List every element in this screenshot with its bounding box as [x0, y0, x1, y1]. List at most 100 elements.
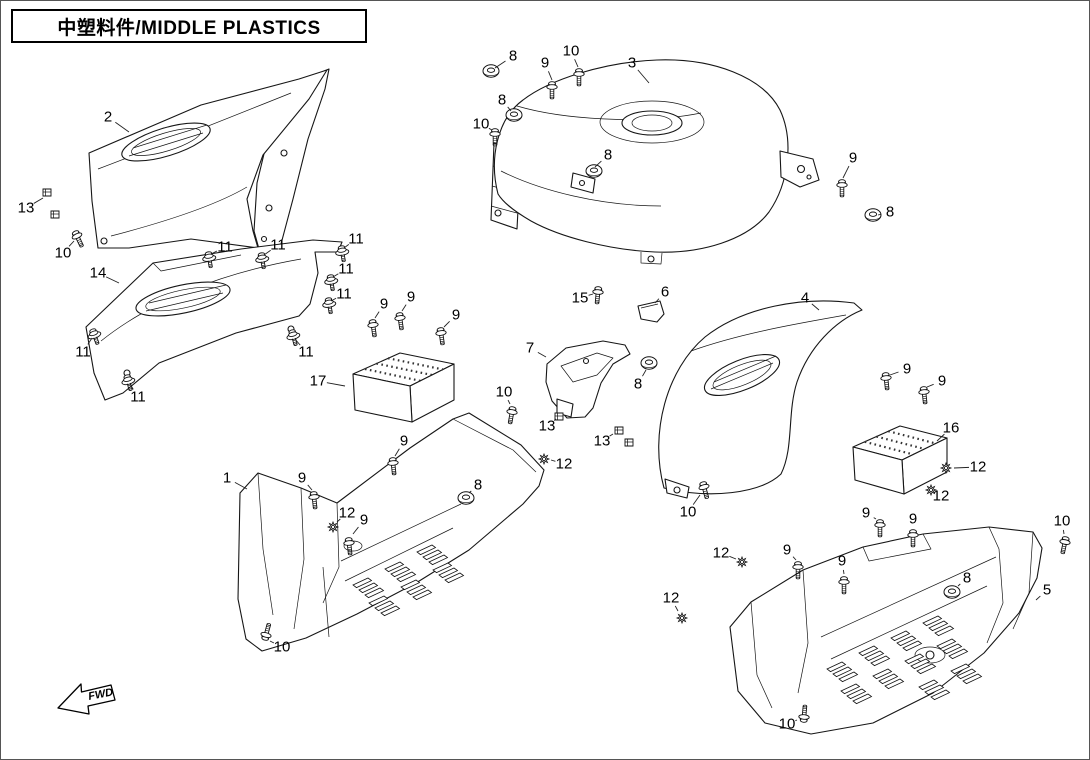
callout-leader: [263, 249, 271, 256]
callout-label-12: 12: [663, 590, 680, 607]
callout-leader: [957, 583, 961, 587]
callout-leader: [468, 490, 472, 494]
callout-leader: [550, 459, 556, 462]
callout-leader: [553, 418, 557, 421]
callout-label-13: 13: [18, 200, 35, 217]
callout-leader: [692, 494, 701, 505]
callout-leader: [394, 448, 400, 457]
callout-leader: [936, 433, 945, 442]
callout-label-13: 13: [539, 418, 556, 435]
callout-leader: [488, 127, 493, 131]
callout-label-7: 7: [526, 340, 534, 357]
callout-label-8: 8: [474, 477, 482, 494]
callout-leader: [729, 555, 737, 560]
callout-leader: [842, 569, 845, 575]
screw-icon: [874, 519, 886, 538]
callout-leader: [889, 371, 899, 376]
part-1-floor-panel-left: [237, 412, 545, 652]
callout-label-10: 10: [473, 116, 490, 133]
callout-label-9: 9: [783, 542, 791, 559]
callout-leader: [588, 293, 594, 296]
fwd-arrow-shape: [57, 683, 116, 715]
page-title: 中塑料件/MIDDLE PLASTICS: [57, 17, 321, 39]
part-16-footrest-pad-right: [852, 425, 948, 495]
callout-leader: [129, 383, 134, 390]
callout-label-11: 11: [270, 237, 286, 254]
callout-label-10: 10: [496, 384, 513, 401]
callout-leader: [443, 321, 450, 328]
grommet-icon: [943, 585, 961, 599]
callout-leader: [307, 484, 313, 491]
callout-leader: [574, 59, 579, 68]
callout-label-11: 11: [217, 239, 233, 256]
callout-leader: [494, 60, 506, 69]
callout-leader: [792, 556, 797, 561]
callout-leader: [352, 526, 359, 535]
callout-label-10: 10: [779, 716, 796, 733]
clip-icon: [42, 188, 52, 197]
callout-leader: [926, 383, 934, 388]
screw-icon: [393, 311, 408, 331]
callout-label-11: 11: [336, 286, 352, 303]
callout-leader: [674, 605, 679, 612]
callout-label-12: 12: [339, 505, 356, 522]
callout-label-9: 9: [298, 470, 306, 487]
grommet-icon: [457, 491, 475, 505]
fwd-arrow: FWD: [57, 683, 116, 715]
star-washer-icon: [676, 612, 688, 624]
callout-label-11: 11: [75, 344, 91, 361]
callout-leader: [877, 213, 882, 216]
callout-label-10: 10: [55, 245, 72, 262]
callout-label-9: 9: [849, 150, 857, 167]
callout-label-9: 9: [380, 296, 388, 313]
callout-leader: [33, 197, 44, 204]
callout-label-6: 6: [661, 284, 669, 301]
callout-label-9: 9: [452, 307, 460, 324]
star-washer-icon: [736, 556, 748, 568]
callout-label-5: 5: [1043, 582, 1051, 599]
star-washer-icon: [940, 462, 952, 474]
callout-label-8: 8: [634, 376, 642, 393]
callout-leader: [336, 518, 341, 523]
title-box: 中塑料件/MIDDLE PLASTICS: [11, 9, 367, 43]
callout-leader: [269, 640, 275, 644]
clip-icon: [624, 438, 634, 447]
callout-label-14: 14: [90, 265, 107, 282]
callout-label-8: 8: [963, 570, 971, 587]
callout-leader: [873, 517, 877, 520]
callout-label-11: 11: [348, 231, 364, 248]
screw-icon: [434, 326, 449, 346]
callout-leader: [105, 276, 120, 284]
callout-leader: [210, 250, 218, 255]
callout-label-9: 9: [909, 511, 917, 528]
part-5-floor-panel-right: [729, 526, 1043, 735]
part-3-tank-cover: [490, 59, 820, 265]
callout-leader: [1062, 529, 1065, 535]
callout-label-13: 13: [594, 433, 611, 450]
callout-label-11: 11: [130, 389, 146, 406]
callout-leader: [68, 240, 75, 247]
callout-leader: [594, 160, 602, 168]
grommet-icon: [505, 108, 523, 122]
callout-leader: [537, 352, 547, 358]
callout-label-16: 16: [943, 420, 960, 437]
callout-leader: [642, 369, 647, 377]
screw-icon: [504, 405, 519, 426]
callout-leader: [87, 337, 93, 345]
callout-leader: [842, 165, 850, 179]
callout-label-9: 9: [903, 361, 911, 378]
callout-leader: [507, 106, 512, 112]
callout-leader: [953, 466, 970, 469]
callout-leader: [637, 69, 650, 84]
callout-label-17: 17: [310, 373, 327, 390]
callout-leader: [548, 71, 553, 81]
callout-label-8: 8: [498, 92, 506, 109]
star-washer-icon: [538, 453, 550, 465]
callout-label-9: 9: [400, 433, 408, 450]
callout-leader: [374, 311, 380, 319]
callout-label-15: 15: [572, 290, 589, 307]
callout-leader: [234, 481, 248, 490]
